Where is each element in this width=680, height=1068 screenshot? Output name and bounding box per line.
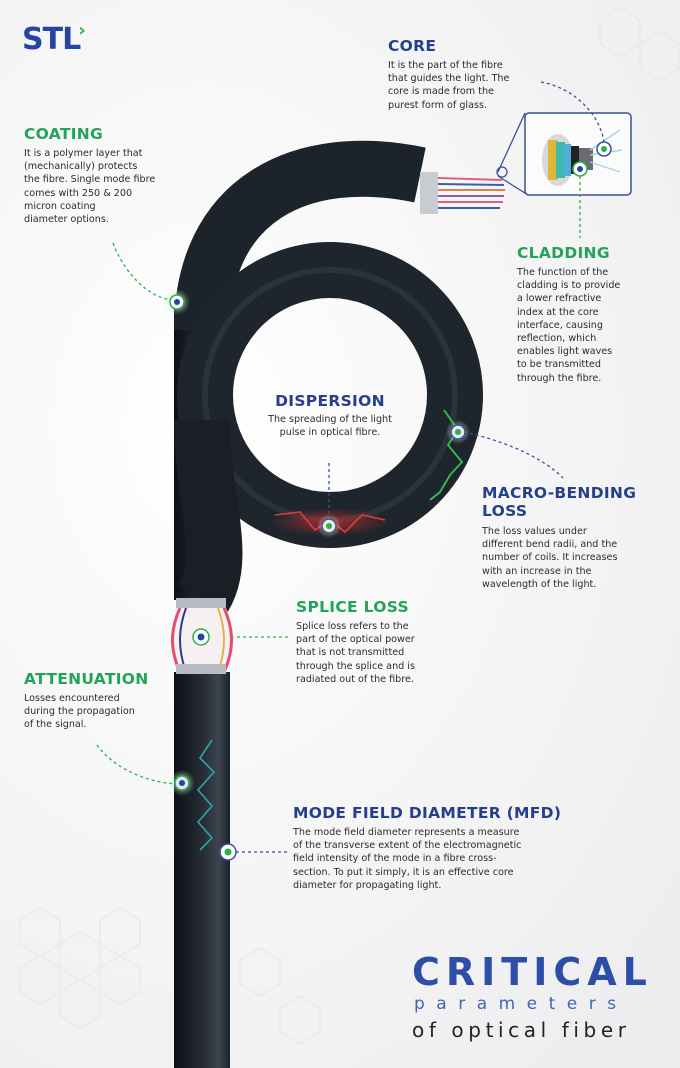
dispersion-section: DISPERSION The spreading of the light pu… xyxy=(252,392,408,439)
cladding-heading: CLADDING xyxy=(517,244,610,262)
exposed-fibres xyxy=(437,177,505,209)
attenuation-connector xyxy=(96,744,179,785)
title-critical: CRITICAL xyxy=(412,950,653,994)
mfd-description: The mode field diameter represents a mea… xyxy=(293,827,522,891)
fibre-bundle-inset xyxy=(542,129,623,186)
macrobending-connector xyxy=(463,431,564,479)
macrobending-heading-2: LOSS xyxy=(482,502,528,520)
cable-lower-segment xyxy=(174,672,230,1068)
core-description: It is the part of the fibre that guides … xyxy=(388,60,510,111)
coating-heading: COATING xyxy=(24,125,104,143)
dispersion-heading: DISPERSION xyxy=(275,392,385,410)
cable-armour xyxy=(420,172,438,214)
core-connector xyxy=(540,81,605,143)
stl-logo: STL› xyxy=(22,20,87,57)
macrobending-description: The loss values under different bend rad… xyxy=(482,526,618,590)
cladding-section: CLADDING The function of the cladding is… xyxy=(517,244,620,385)
title-of-optical-fiber: of optical fiber xyxy=(412,1018,631,1042)
cable-top-arc xyxy=(174,140,426,331)
macrobending-heading-1: MACRO-BENDING xyxy=(482,484,637,502)
coating-section: COATING It is a polymer layer that (mech… xyxy=(24,125,155,226)
attenuation-heading: ATTENUATION xyxy=(24,670,149,688)
splice-loss-section: SPLICE LOSS Splice loss refers to the pa… xyxy=(296,598,415,686)
splice-loss-description: Splice loss refers to the part of the op… xyxy=(296,621,415,685)
attenuation-wave xyxy=(196,739,216,851)
coating-description: It is a polymer layer that (mechanically… xyxy=(24,148,156,226)
title-parameters: parameters xyxy=(414,994,628,1014)
coating-connector xyxy=(112,242,173,301)
hex-pattern xyxy=(19,7,680,1045)
dispersion-description: The spreading of the light pulse in opti… xyxy=(268,414,392,439)
macrobending-section: MACRO-BENDING LOSS The loss values under… xyxy=(482,484,636,591)
attenuation-section: ATTENUATION Losses encountered during th… xyxy=(24,670,149,732)
cladding-description: The function of the cladding is to provi… xyxy=(517,267,621,384)
mfd-heading: MODE FIELD DIAMETER (MFD) xyxy=(293,804,562,822)
attenuation-description: Losses encountered during the propagatio… xyxy=(24,693,135,731)
logo-text: STL xyxy=(22,22,81,57)
splice-joint xyxy=(170,598,234,674)
logo-accent-icon: › xyxy=(78,20,85,41)
mfd-section: MODE FIELD DIAMETER (MFD) The mode field… xyxy=(293,804,561,892)
core-heading: CORE xyxy=(388,37,437,55)
core-section: CORE It is the part of the fibre that gu… xyxy=(388,37,509,112)
splice-loss-heading: SPLICE LOSS xyxy=(296,598,409,616)
